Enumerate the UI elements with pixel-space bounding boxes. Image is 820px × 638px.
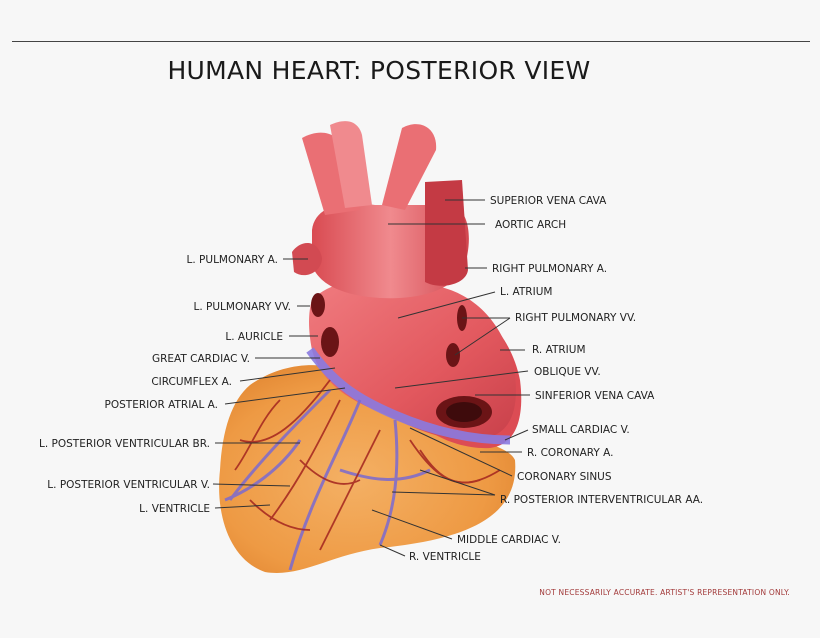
label-l-atrium: L. ATRIUM bbox=[500, 286, 552, 298]
disclaimer-note: NOT NECESSARILY ACCURATE. ARTIST'S REPRE… bbox=[539, 588, 790, 597]
right-pulmonary-vein-lower bbox=[446, 343, 460, 367]
label-l-posterior-ventricular-v: L. POSTERIOR VENTRICULAR V. bbox=[47, 479, 210, 491]
label-right-pulmonary-vv: RIGHT PULMONARY VV. bbox=[515, 312, 636, 324]
leader-lines-right bbox=[371, 199, 530, 557]
ventricle-veins bbox=[224, 388, 431, 571]
label-sinferior-vena-cava: SINFERIOR VENA CAVA bbox=[535, 390, 655, 402]
label-oblique-vv: OBLIQUE VV. bbox=[534, 366, 601, 378]
label-r-ventricle: R. VENTRICLE bbox=[409, 551, 481, 563]
subclavian-shape bbox=[382, 124, 437, 210]
label-r-atrium: R. ATRIUM bbox=[532, 344, 586, 356]
label-aortic-arch: AORTIC ARCH bbox=[495, 219, 566, 231]
left-pulmonary-vein-upper bbox=[311, 293, 325, 317]
label-middle-cardiac-v: MIDDLE CARDIAC V. bbox=[457, 534, 561, 546]
label-superior-vena-cava: SUPERIOR VENA CAVA bbox=[490, 195, 607, 207]
coronary-sinus bbox=[306, 347, 511, 445]
left-auricle-opening bbox=[321, 327, 339, 357]
label-posterior-atrial-a: POSTERIOR ATRIAL A. bbox=[105, 399, 218, 411]
left-carotid-shape bbox=[330, 121, 372, 208]
top-divider bbox=[12, 41, 810, 42]
label-r-coronary-a: R. CORONARY A. bbox=[527, 447, 614, 459]
label-coronary-sinus: CORONARY SINUS bbox=[517, 471, 612, 483]
label-great-cardiac-v: GREAT CARDIAC V. bbox=[152, 353, 250, 365]
label-l-posterior-ventricular-br: L. POSTERIOR VENTRICULAR BR. bbox=[39, 438, 210, 450]
ventricle-shape bbox=[219, 365, 516, 573]
label-l-ventricle: L. VENTRICLE bbox=[139, 503, 210, 515]
label-small-cardiac-v: SMALL CARDIAC V. bbox=[532, 424, 630, 436]
label-l-pulmonary-a: L. PULMONARY A. bbox=[187, 254, 278, 266]
label-right-pulmonary-a: RIGHT PULMONARY A. bbox=[492, 263, 607, 275]
superior-vena-cava-shape bbox=[425, 180, 468, 286]
label-r-posterior-interventricular-aa: R. POSTERIOR INTERVENTRICULAR AA. bbox=[500, 494, 703, 506]
page-title: HUMAN HEART: POSTERIOR VIEW bbox=[167, 56, 591, 85]
leader-lines-left bbox=[212, 258, 346, 509]
label-l-pulmonary-vv: L. PULMONARY VV. bbox=[194, 301, 291, 313]
label-l-auricle: L. AURICLE bbox=[225, 331, 283, 343]
label-circumflex-a: CIRCUMFLEX A. bbox=[151, 376, 232, 388]
